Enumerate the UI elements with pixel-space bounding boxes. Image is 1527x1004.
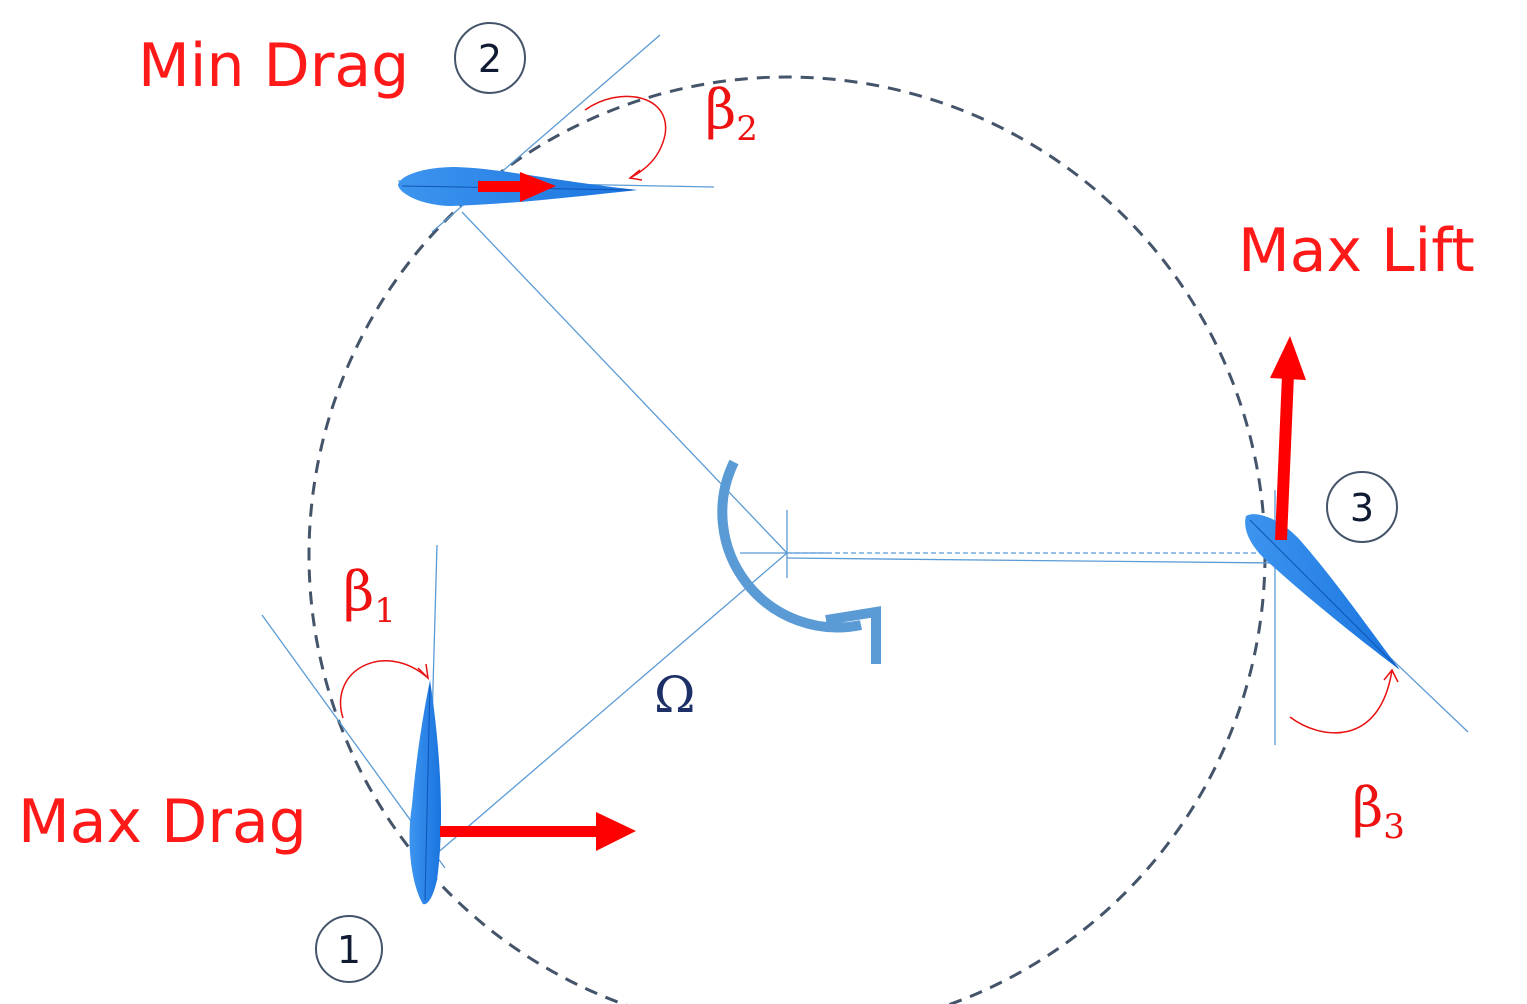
min-drag-label: Min Drag (138, 31, 409, 101)
position-number-3: 3 (1350, 486, 1374, 530)
beta3-angle-arrow (1289, 668, 1399, 734)
beta3-subscript: 3 (1383, 807, 1405, 847)
max-drag-label: Max Drag (18, 787, 307, 857)
omega-label: Ω (654, 666, 695, 724)
position-marker-2-circle (454, 22, 526, 94)
airfoil-1 (409, 680, 442, 905)
position-number-2: 2 (478, 37, 502, 81)
beta2-subscript: 2 (736, 109, 758, 149)
radius-line-1 (434, 552, 788, 856)
beta1-angle-arrow (339, 660, 430, 719)
rotation-arrow (717, 459, 881, 664)
max-drag-force-arrow (440, 812, 636, 851)
radius-line-3 (786, 557, 1276, 564)
position-marker-3: 3 (1326, 471, 1398, 543)
position-marker-2: 2 (454, 22, 526, 94)
beta3-label: β3 (1352, 776, 1405, 847)
beta1-symbol: β (343, 560, 374, 623)
max-lift-force-arrow (1270, 336, 1306, 540)
beta2-angle-arrow (584, 95, 667, 181)
rotation-arrowhead (825, 606, 881, 664)
max-lift-label: Max Lift (1238, 216, 1475, 286)
beta1-subscript: 1 (374, 591, 396, 631)
force-arrows (440, 172, 1306, 851)
radius-line-2 (461, 211, 788, 554)
position-marker-3-circle (1326, 471, 1398, 543)
position-marker-1: 1 (315, 915, 383, 983)
beta1-label: β1 (343, 560, 396, 631)
rotation-arrow-arc (717, 459, 863, 633)
blade-3 (1245, 514, 1400, 670)
beta3-symbol: β (1352, 776, 1383, 839)
min-drag-force-arrow (478, 172, 556, 202)
position-marker-1-circle (315, 915, 383, 983)
blade-1 (409, 680, 442, 905)
beta2-label: β2 (705, 78, 758, 149)
position-number-1: 1 (337, 928, 361, 972)
beta2-symbol: β (705, 78, 736, 141)
beta-angle-arrows (339, 95, 1399, 734)
